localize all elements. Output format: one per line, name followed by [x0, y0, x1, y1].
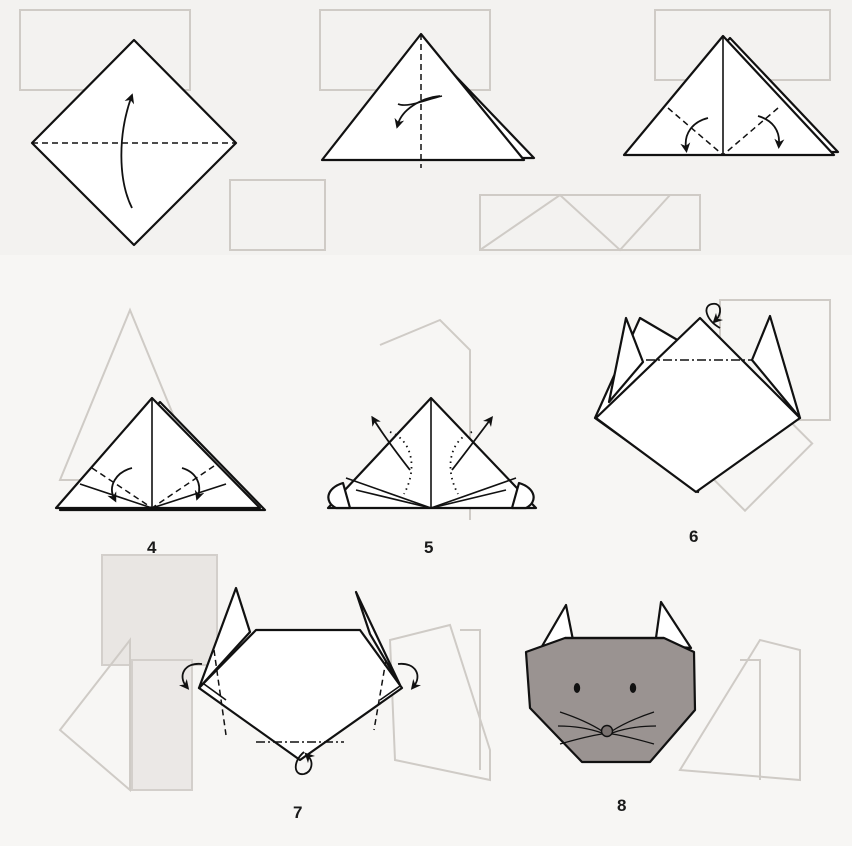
nose	[602, 726, 613, 737]
left-eye	[574, 683, 580, 693]
step-label-5: 5	[424, 538, 433, 558]
step-label-8: 8	[617, 796, 626, 816]
step-label-6: 6	[689, 527, 698, 547]
right-eye	[630, 683, 636, 693]
step-label-4: 4	[147, 538, 156, 558]
step-label-7: 7	[293, 803, 302, 823]
